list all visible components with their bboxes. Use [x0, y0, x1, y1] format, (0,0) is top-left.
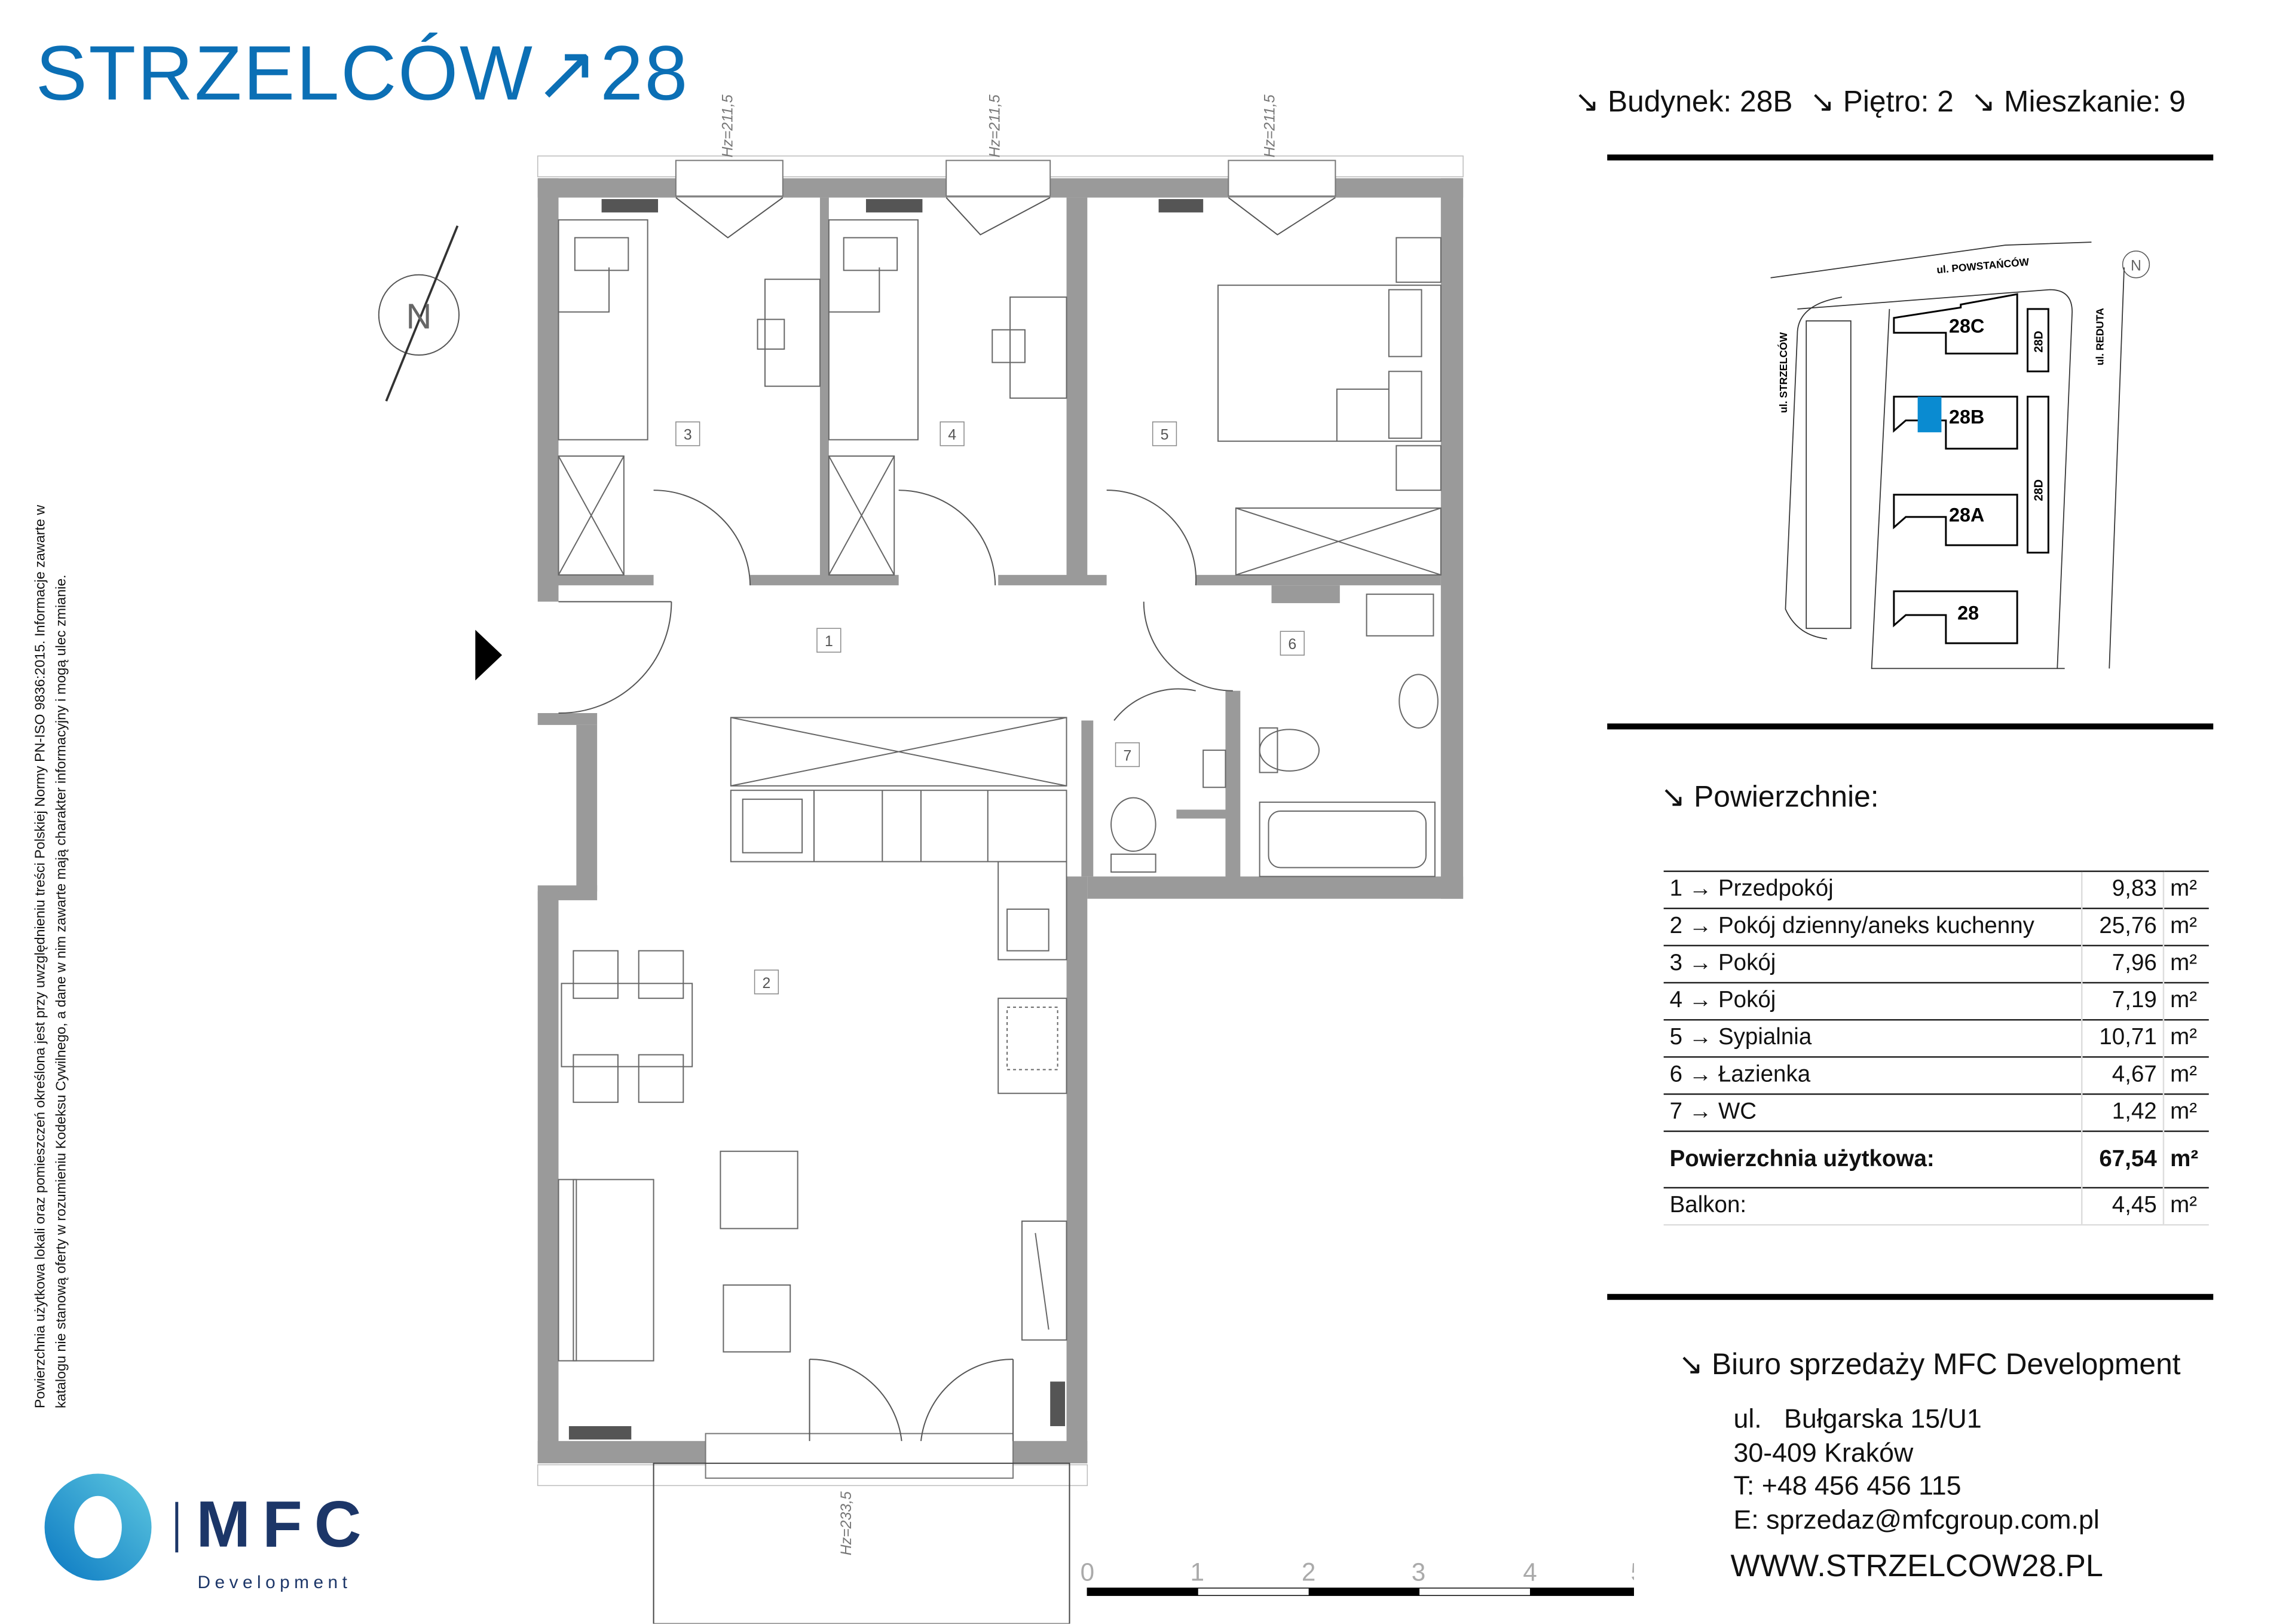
apartment-highlight: [1917, 396, 1942, 433]
scale-label: 5 m: [1631, 1558, 1634, 1586]
logo-wordmark: MFC: [196, 1488, 374, 1562]
areas-heading: ↘ Powierzchnie:: [1660, 781, 1879, 814]
street-label: ul. STRZELCÓW: [1777, 332, 1789, 413]
room-area: 9,83: [2081, 870, 2164, 909]
balcony-label: Balkon:: [1663, 1186, 2082, 1226]
balcony-area: 4,45: [2081, 1186, 2164, 1226]
building-label: 28D: [2032, 331, 2045, 352]
room-area: 7,19: [2081, 981, 2164, 1020]
unit-label: ↘ Mieszkanie: 9: [1970, 86, 2186, 119]
unit: m²: [2162, 1019, 2209, 1057]
building-label: 28: [1957, 602, 1979, 623]
site-north-icon: N: [2122, 250, 2150, 279]
window-height-label: Hz=211,5: [987, 94, 1003, 157]
room-name: 7 → WC: [1663, 1093, 2082, 1131]
divider: [1607, 1293, 2214, 1300]
room-name: 6 → Łazienka: [1663, 1056, 2082, 1094]
mfc-logo-ring-icon: [44, 1473, 152, 1581]
room-labels: 1 2 3 4 5 6 7: [675, 421, 1305, 995]
walls: [537, 178, 1464, 1464]
room-area: 4,67: [2081, 1056, 2164, 1094]
apartment-info: ↘ Budynek: 28B ↘ Piętro: 2 ↘ Mieszkanie:…: [1575, 83, 2195, 120]
entrance-arrow-icon: [475, 629, 503, 681]
balcony-height-label: Hz=233,5: [839, 1491, 855, 1555]
room-area: 7,96: [2081, 944, 2164, 983]
furniture: [558, 219, 1442, 1362]
website-link[interactable]: WWW.STRZELCOW28.PL: [1730, 1549, 2103, 1584]
total-area: 67,54: [2081, 1130, 2164, 1188]
floor-plan: 1 2 3 4 5 6 7 Hz=211,5 Hz=211,5 Hz=211,5…: [378, 94, 1634, 1624]
unit: m²: [2162, 870, 2209, 909]
room-area: 1,42: [2081, 1093, 2164, 1131]
room-name: 3 → Pokój: [1663, 944, 2082, 983]
building-label: 28A: [1949, 504, 1984, 525]
room-number: 3: [684, 427, 692, 444]
scale-label: 1: [1190, 1558, 1204, 1586]
room-area: 25,76: [2081, 907, 2164, 946]
room-area: 10,71: [2081, 1019, 2164, 1057]
room-name: 2 → Pokój dzienny/aneks kuchenny: [1663, 907, 2082, 946]
site-map: 28C 28B 28A 28 28D 28D ul. POWSTAŃCÓW ul…: [1770, 241, 2150, 669]
unit: m²: [2162, 1093, 2209, 1131]
logo-subtitle: Development: [197, 1571, 352, 1593]
building-label: 28B: [1949, 406, 1984, 427]
room-name: 4 → Pokój: [1663, 981, 2082, 1020]
phone-link[interactable]: T: +48 456 456 115: [1733, 1470, 1962, 1501]
room-number: 1: [825, 634, 833, 650]
room-number: 5: [1161, 427, 1169, 444]
window-height-label: Hz=211,5: [1262, 94, 1278, 157]
windows: [675, 160, 1336, 1479]
north-compass-icon: N: [378, 225, 460, 402]
north-label: N: [2131, 258, 2141, 274]
sales-office-heading: ↘ Biuro sprzedaży MFC Development: [1678, 1348, 2181, 1382]
room-name: 5 → Sypialnia: [1663, 1019, 2082, 1057]
building-label: 28C: [1949, 316, 1984, 337]
unit: m²: [2162, 907, 2209, 946]
unit: m²: [2162, 1056, 2209, 1094]
scale-label: 2: [1302, 1558, 1316, 1586]
floor-label: ↘ Piętro: 2: [1810, 86, 1954, 119]
divider: [1607, 154, 2214, 161]
street-label: ul. POWSTAŃCÓW: [1936, 256, 2030, 276]
room-number: 4: [948, 427, 956, 444]
scale-label: 3: [1412, 1558, 1426, 1586]
city: 30-409 Kraków: [1733, 1437, 1914, 1467]
scale-label: 4: [1523, 1558, 1537, 1586]
room-name: 1 → Przedpokój: [1663, 870, 2082, 909]
north-label: N: [406, 296, 432, 336]
unit: m²: [2162, 1130, 2209, 1188]
logo-divider: [175, 1501, 178, 1553]
street-label: ul. REDUTA: [2094, 308, 2106, 366]
scale-bar: 0 1 2 3 4 5 m: [1081, 1558, 1634, 1597]
room-number: 7: [1124, 748, 1132, 764]
building-label: 28D: [2032, 479, 2045, 501]
total-label: Powierzchnia użytkowa:: [1663, 1130, 2082, 1188]
building-label: ↘ Budynek: 28B: [1574, 86, 1793, 119]
unit: m²: [2162, 1186, 2209, 1226]
window-height-label: Hz=211,5: [720, 94, 736, 157]
street: ul. Bułgarska 15/U1: [1733, 1403, 1982, 1434]
divider: [1607, 723, 2214, 730]
unit: m²: [2162, 981, 2209, 1020]
project-title: STRZELCÓW↗28: [35, 31, 689, 118]
unit: m²: [2162, 944, 2209, 983]
room-number: 6: [1288, 637, 1296, 653]
email-link[interactable]: E: sprzedaz@mfcgroup.com.pl: [1733, 1504, 2100, 1534]
sales-office-address: ul. Bułgarska 15/U1 30-409 Kraków T: +48…: [1733, 1402, 2099, 1536]
room-number: 2: [763, 975, 771, 992]
scale-label: 0: [1081, 1558, 1095, 1586]
